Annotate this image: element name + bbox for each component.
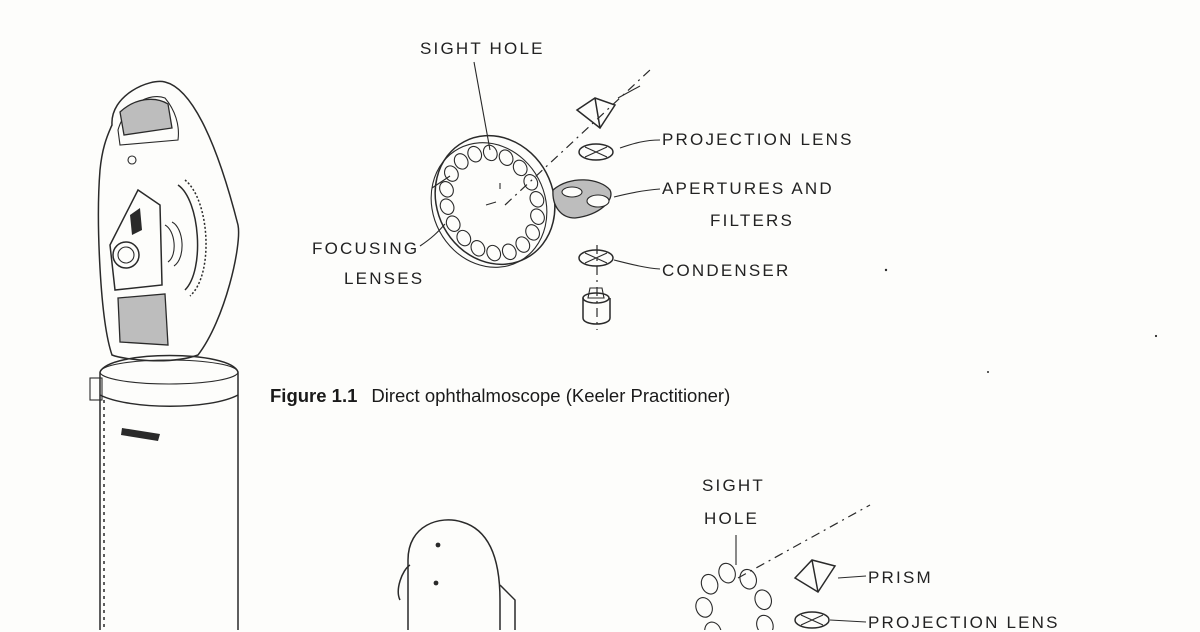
- lower-prism-illustration: [793, 559, 837, 594]
- lens-hole: [470, 240, 486, 257]
- label-filters: FILTERS: [710, 211, 795, 230]
- leader-lower-projection-lens: [829, 619, 867, 623]
- bulb-illustration: [582, 287, 611, 325]
- leader-projection-lens: [619, 139, 661, 149]
- lower-lens-hole: [739, 568, 758, 590]
- lower-lens-hole: [718, 562, 736, 584]
- leader-prism: [837, 575, 867, 579]
- ophthalmoscope-handle-illustration: [89, 80, 240, 630]
- projection-lens-illustration: [578, 143, 614, 161]
- lens-hole: [525, 224, 541, 241]
- label-lenses: LENSES: [344, 269, 425, 288]
- label-focusing: FOCUSING: [312, 239, 420, 258]
- lens-hole: [486, 244, 502, 262]
- leader-focusing-lenses: [419, 223, 446, 247]
- lens-hole: [482, 144, 498, 162]
- lens-hole: [512, 159, 528, 177]
- label-apertures: APERTURES AND: [662, 179, 834, 198]
- apertures-filters-disc: [552, 179, 612, 219]
- lens-hole: [439, 198, 455, 215]
- leader-sight-hole: [473, 61, 491, 151]
- lens-hole: [515, 236, 531, 253]
- lens-hole: [456, 229, 472, 247]
- lower-lens-hole: [695, 597, 713, 618]
- lens-hole: [529, 191, 545, 208]
- lens-hole: [445, 215, 461, 232]
- label-sight-hole: SIGHT HOLE: [420, 39, 545, 58]
- lens-hole: [530, 208, 545, 225]
- figure-caption: Figure 1.1 Direct ophthalmoscope (Keeler …: [270, 385, 730, 407]
- label-lower-projection-lens: PROJECTION LENS: [868, 613, 1060, 632]
- lower-lens-disc: [695, 562, 774, 630]
- lens-hole: [439, 181, 454, 198]
- lower-lens-hole: [704, 621, 722, 630]
- figure-number: Figure 1.1: [270, 385, 358, 406]
- focusing-lens-disc: [430, 134, 556, 268]
- lens-hole: [501, 243, 517, 261]
- lower-lens-hole: [754, 589, 773, 611]
- lens-hole: [523, 174, 539, 191]
- lower-optical-axis: [737, 504, 871, 579]
- lower-lens-hole: [756, 614, 774, 630]
- second-ophthalmoscope-illustration: [397, 519, 516, 630]
- lens-hole: [467, 145, 483, 163]
- label-lower-sight: SIGHT: [702, 476, 765, 495]
- label-lower-hole: HOLE: [704, 509, 760, 528]
- condenser-illustration: [578, 249, 614, 267]
- lens-hole: [498, 149, 514, 166]
- prism-illustration: [575, 85, 641, 130]
- leader-condenser: [613, 259, 661, 270]
- lower-projection-lens-illustration: [794, 611, 830, 629]
- lower-lens-hole: [700, 573, 719, 595]
- leader-apertures: [613, 188, 661, 198]
- lens-hole: [453, 153, 469, 170]
- label-projection-lens: PROJECTION LENS: [662, 130, 854, 149]
- label-prism: PRISM: [868, 568, 933, 587]
- optical-axis-line: [504, 69, 651, 206]
- figure-caption-text: Direct ophthalmoscope (Keeler Practition…: [371, 385, 731, 406]
- lens-hole: [443, 165, 459, 182]
- label-condenser: CONDENSER: [662, 261, 791, 280]
